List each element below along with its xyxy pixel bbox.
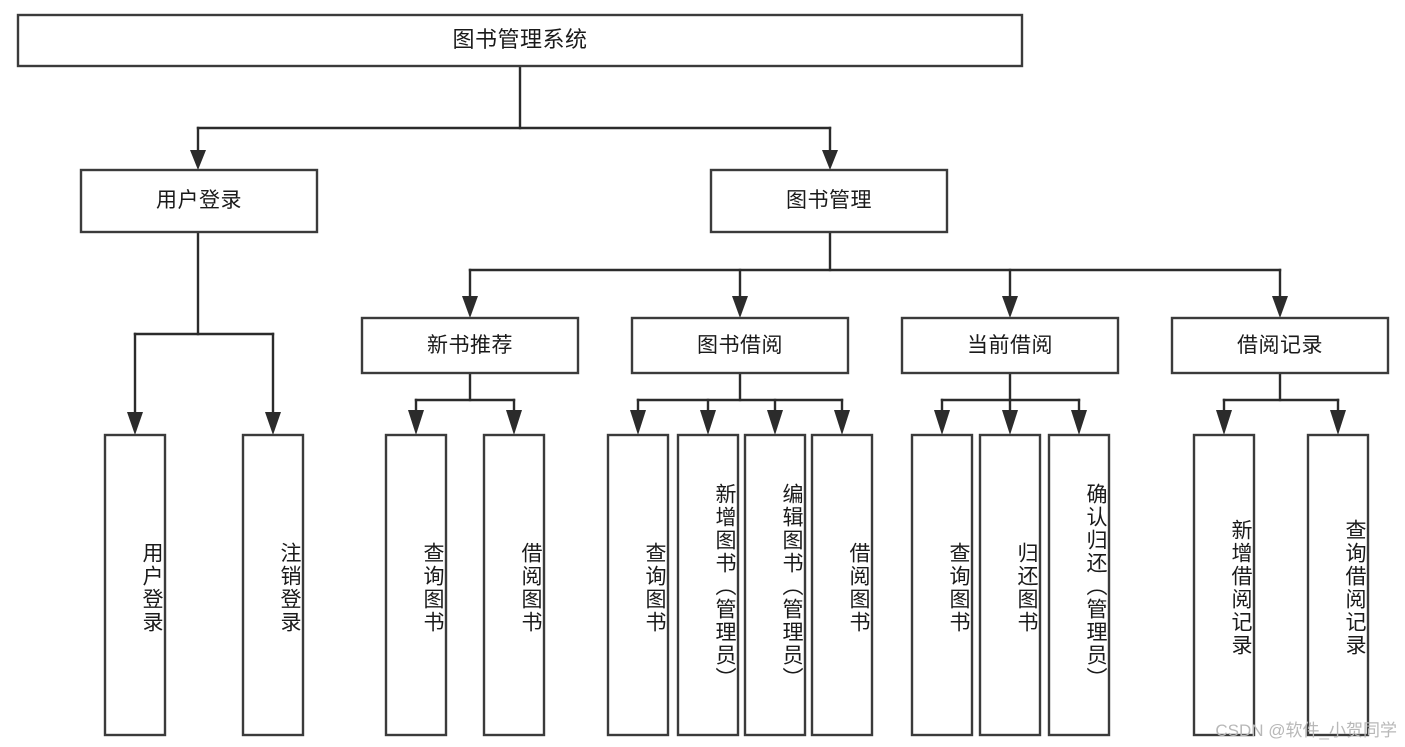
arrow-head-leaf-logout — [265, 412, 281, 435]
arrow-head-cb-leaf-3 — [1071, 410, 1087, 435]
node-box-leaf-bb-query[interactable] — [606, 433, 670, 737]
node-box-leaf-cb-query[interactable] — [910, 433, 974, 737]
arrow-head-nb-leaf-1 — [408, 410, 424, 435]
node-box-leaf-nb-borrow[interactable] — [482, 433, 546, 737]
node-box-layer — [16, 13, 1390, 737]
node-box-current-borrow[interactable] — [900, 316, 1120, 375]
node-box-root[interactable] — [16, 13, 1024, 68]
node-box-leaf-nb-query[interactable] — [384, 433, 448, 737]
arrow-head-cb-leaf-2 — [1002, 410, 1018, 435]
node-box-leaf-user-login[interactable] — [103, 433, 167, 737]
arrow-head-book-borrow — [732, 296, 748, 318]
arrow-head-nb-leaf-2 — [506, 410, 522, 435]
arrow-head-bb-leaf-3 — [767, 410, 783, 435]
arrow-head-current-borrow — [1002, 296, 1018, 318]
arrow-head-book-manage — [822, 150, 838, 170]
arrow-head-borrow-record — [1272, 296, 1288, 318]
node-box-book-borrow[interactable] — [630, 316, 850, 375]
arrow-head-user-login — [190, 150, 206, 170]
arrow-head-bb-leaf-2 — [700, 410, 716, 435]
node-box-leaf-bb-add[interactable] — [676, 433, 740, 737]
node-box-borrow-record[interactable] — [1170, 316, 1390, 375]
node-box-new-book[interactable] — [360, 316, 580, 375]
node-box-leaf-cb-return[interactable] — [978, 433, 1042, 737]
node-box-leaf-cb-confirm[interactable] — [1047, 433, 1111, 737]
node-box-leaf-br-query[interactable] — [1306, 433, 1370, 737]
arrow-head-new-book — [462, 296, 478, 318]
arrow-head-cb-leaf-1 — [934, 410, 950, 435]
arrow-head-br-leaf-2 — [1330, 410, 1346, 435]
arrow-head-bb-leaf-4 — [834, 410, 850, 435]
node-box-book-manage[interactable] — [709, 168, 949, 234]
arrow-head-leaf-user-login — [127, 412, 143, 435]
node-box-leaf-logout[interactable] — [241, 433, 305, 737]
node-box-user-login[interactable] — [79, 168, 319, 234]
arrow-head-br-leaf-1 — [1216, 410, 1232, 435]
node-box-leaf-bb-borrow[interactable] — [810, 433, 874, 737]
node-box-leaf-br-add[interactable] — [1192, 433, 1256, 737]
connector-layer — [127, 64, 1346, 435]
node-box-leaf-bb-edit[interactable] — [743, 433, 807, 737]
arrow-head-bb-leaf-1 — [630, 410, 646, 435]
watermark-text: CSDN @软件_小贺同学 — [1215, 721, 1397, 740]
